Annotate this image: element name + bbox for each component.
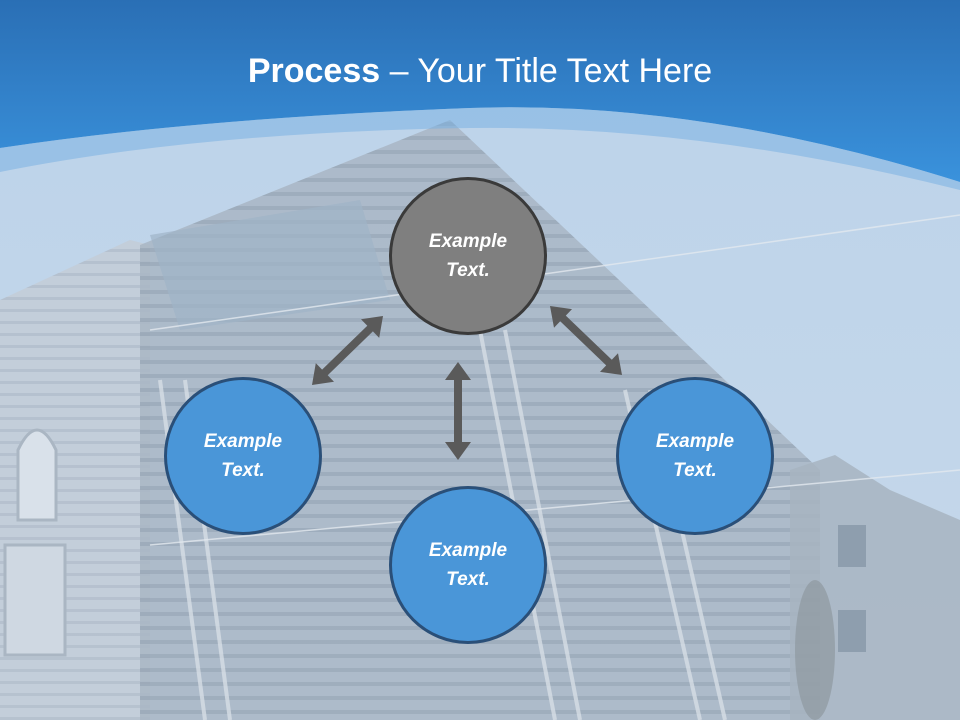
node-top-line2: Text.	[446, 260, 490, 281]
lower-window	[3, 543, 67, 657]
node-right-line1: Example	[655, 431, 735, 452]
header-band	[0, 0, 960, 182]
node-left-line2: Text.	[221, 460, 265, 481]
page-title: Process – Your Title Text Here	[0, 52, 960, 91]
header-swoosh	[0, 107, 960, 190]
node-right-line2: Text.	[673, 460, 717, 481]
node-left-line1: Example	[203, 431, 283, 452]
neighbor-window	[838, 525, 866, 567]
neighbor-window	[838, 610, 866, 652]
node-top-line1: Example	[428, 231, 508, 252]
tree	[795, 580, 835, 720]
roof-tarp	[150, 200, 390, 330]
node-bottom-line1: Example	[428, 540, 508, 561]
double-arrow-top-right	[550, 306, 622, 375]
double-arrow-top-left	[312, 316, 383, 385]
title-bold: Process	[247, 52, 381, 90]
node-bottom-line2: Text.	[446, 569, 490, 590]
double-arrow-top-bottom	[445, 362, 471, 460]
arched-window	[16, 428, 58, 522]
title-rest: Your Title Text Here	[417, 52, 713, 90]
title-separator: –	[380, 52, 418, 90]
wires	[149, 214, 960, 546]
